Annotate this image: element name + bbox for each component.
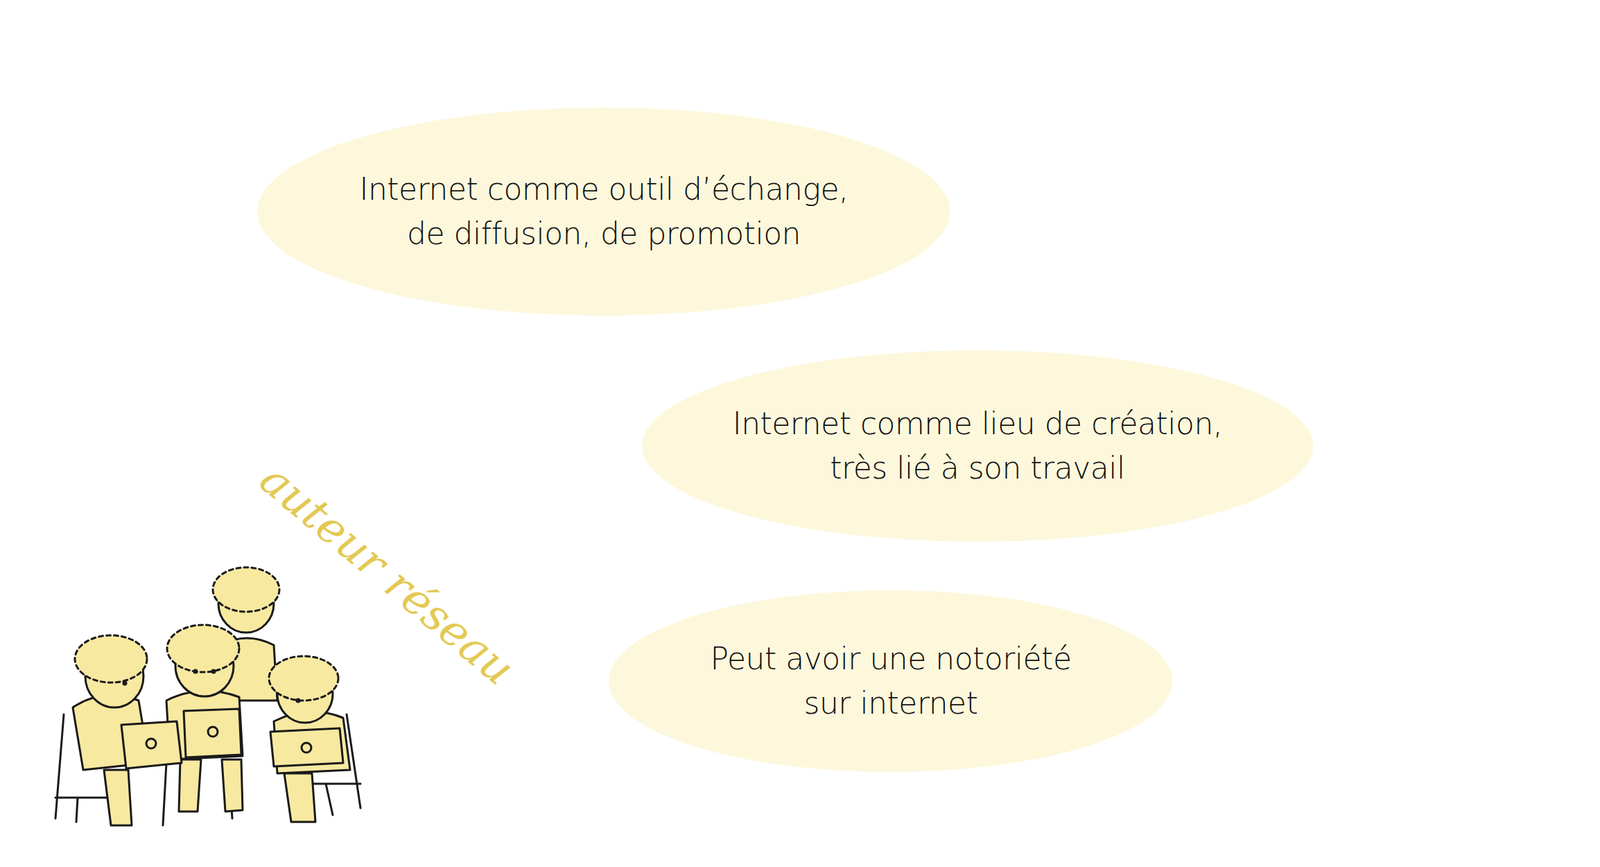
ellipse-bubble: Peut avoir une notoriété sur internet [608, 589, 1173, 772]
text-area: Internet comme lieu de création, très li… [641, 350, 1313, 542]
bubble-text: Internet comme lieu de création, très li… [729, 401, 1225, 491]
ellipse-shape [608, 589, 1173, 772]
ellipse-shape [641, 350, 1313, 542]
ellipse-bubble: Internet comme lieu de création, très li… [641, 350, 1313, 542]
bubble-text: Peut avoir une notoriété sur internet [684, 636, 1098, 726]
ellipse-shape [257, 107, 950, 316]
text-area: Internet comme outil d’échange, de diffu… [257, 107, 950, 316]
bubble-text: Internet comme outil d’échange, de diffu… [348, 167, 860, 256]
text-area: Peut avoir une notoriété sur internet [608, 589, 1173, 772]
ellipse-bubble: Internet comme outil d’échange, de diffu… [257, 107, 950, 316]
